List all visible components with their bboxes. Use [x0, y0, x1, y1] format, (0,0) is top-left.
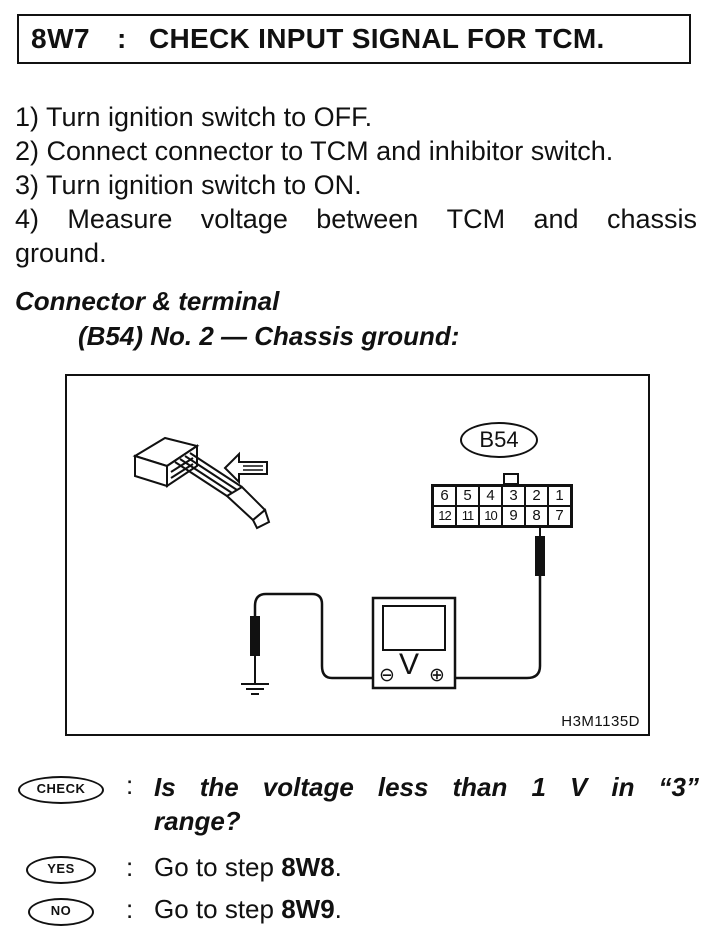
yes-text: Go to step	[154, 852, 282, 882]
check-question-line-2: range?	[154, 806, 241, 836]
diagram-drawing: ⊖ V ⊕	[132, 436, 545, 695]
pin-7: 7	[548, 506, 571, 526]
header-colon: :	[117, 23, 127, 54]
positive-lead	[442, 665, 542, 680]
question-word: “3”	[658, 772, 699, 802]
pin-9: 9	[502, 506, 525, 526]
connector-illustration-icon	[132, 436, 271, 530]
no-colon: :	[126, 894, 134, 924]
step-4-word: between	[316, 204, 419, 234]
yes-period: .	[334, 852, 342, 882]
minus-terminal-symbol: ⊖	[379, 664, 395, 686]
check-badge: CHECK	[18, 776, 104, 804]
no-instruction: Go to step 8W9.	[154, 894, 342, 925]
check-colon: :	[126, 770, 134, 800]
yes-badge: YES	[26, 856, 96, 884]
question-word: in	[611, 772, 635, 802]
question-word: than	[452, 772, 508, 802]
question-word: the	[199, 772, 239, 802]
pin-1: 1	[548, 486, 571, 506]
step-4-word: chassis	[606, 204, 697, 234]
pin-11: 11	[456, 506, 479, 526]
connector-id-label: B54	[460, 422, 538, 458]
figure-code: H3M1135D	[561, 713, 640, 730]
pin-10: 10	[479, 506, 502, 526]
question-word: voltage	[262, 772, 354, 802]
question-word: 1	[531, 772, 546, 802]
connector-tab	[503, 473, 519, 485]
pin-2: 2	[525, 486, 548, 506]
pin-3: 3	[502, 486, 525, 506]
pin-4: 4	[479, 486, 502, 506]
step-4-word: Measure	[67, 204, 173, 234]
plus-terminal-symbol: ⊕	[429, 664, 445, 686]
no-badge: NO	[28, 898, 94, 926]
pin-5: 5	[456, 486, 479, 506]
negative-probe-icon	[250, 616, 260, 684]
negative-lead	[253, 592, 373, 680]
no-period: .	[334, 894, 342, 924]
step-header: 8W7 : CHECK INPUT SIGNAL FOR TCM.	[17, 14, 691, 64]
step-4-continued: ground.	[15, 238, 107, 268]
yes-colon: :	[126, 852, 134, 882]
step-title: CHECK INPUT SIGNAL FOR TCM.	[149, 23, 605, 54]
step-4-word: 4)	[15, 204, 40, 234]
ground-symbol-icon	[241, 683, 269, 695]
step-4-word: voltage	[200, 204, 288, 234]
step-4-word: TCM	[446, 204, 506, 234]
procedure-steps: 1) Turn ignition switch to OFF. 2) Conne…	[15, 100, 697, 270]
terminal-spec: (B54) No. 2 — Chassis ground:	[78, 321, 460, 351]
yes-target-step: 8W8	[281, 852, 335, 882]
step-id: 8W7	[31, 23, 91, 54]
step-4-word: and	[533, 204, 579, 234]
question-word: less	[377, 772, 429, 802]
no-text: Go to step	[154, 894, 282, 924]
step-2: 2) Connect connector to TCM and inhibito…	[15, 136, 614, 166]
yes-instruction: Go to step 8W8.	[154, 852, 342, 883]
pin-12: 12	[433, 506, 456, 526]
voltmeter-symbol: V	[399, 648, 419, 681]
step-3: 3) Turn ignition switch to ON.	[15, 170, 362, 200]
connector-terminal-heading: Connector & terminal	[15, 286, 280, 316]
pin-8: 8	[525, 506, 548, 526]
insertion-arrow-icon	[223, 451, 268, 485]
voltmeter-icon	[371, 596, 457, 690]
question-word: V	[569, 772, 588, 802]
step-1: 1) Turn ignition switch to OFF.	[15, 102, 373, 132]
no-target-step: 8W9	[281, 894, 335, 924]
step-4: 4) Measure voltage between TCM and chassis	[15, 202, 697, 236]
pin-6: 6	[433, 486, 456, 506]
positive-probe-icon	[535, 504, 545, 666]
question-word: Is	[154, 772, 176, 802]
